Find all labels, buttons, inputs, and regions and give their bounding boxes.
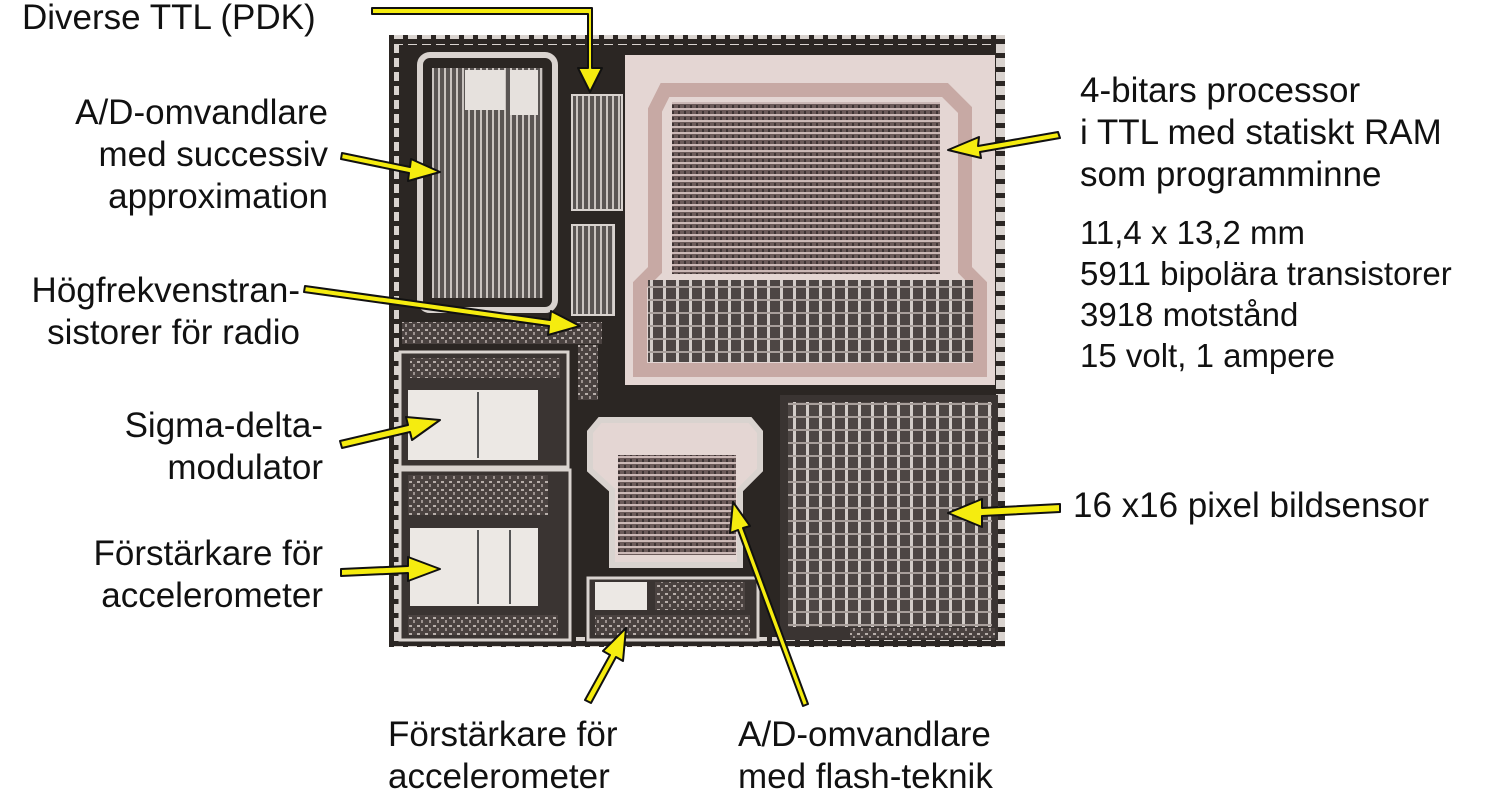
label-diverse-ttl: Diverse TTL (PDK) [22,0,316,37]
arrow-diverse-ttl [371,7,603,93]
label-ad-successive: A/D-omvandlare med successiv approximati… [75,93,328,216]
label-processor: 4-bitars processor i TTL med statiskt RA… [1080,71,1442,194]
arrow-processor [947,131,1061,159]
ttl-block [571,94,623,211]
die-pad-ring [389,35,1005,647]
arrow-ad-flash [729,501,809,707]
label-sigma-delta: Sigma-delta- modulator [124,406,323,487]
arrow-sigma-delta [339,416,441,449]
label-amplifier-bottom: Förstärkare för accelerometer [388,715,618,796]
arrow-image-sensor [947,498,1061,528]
ad-successive-block [417,52,558,313]
label-hf-transistors: Högfrekvenstran- sistorer för radio [31,271,300,352]
arrow-amplifier-bottom [584,627,627,704]
label-amplifier-left: Förstärkare för accelerometer [93,534,324,615]
label-ad-flash: A/D-omvandlare med flash-teknik [738,715,993,796]
arrow-amplifier-left [340,556,441,582]
arrows [303,7,1061,707]
arrow-hf-transistors [303,285,581,336]
arrow-ad-successive [340,152,441,182]
label-chip-specs: 11,4 x 13,2 mm 5911 bipolära transistore… [1080,214,1452,374]
label-image-sensor: 16 x16 pixel bildsensor [1073,486,1430,525]
